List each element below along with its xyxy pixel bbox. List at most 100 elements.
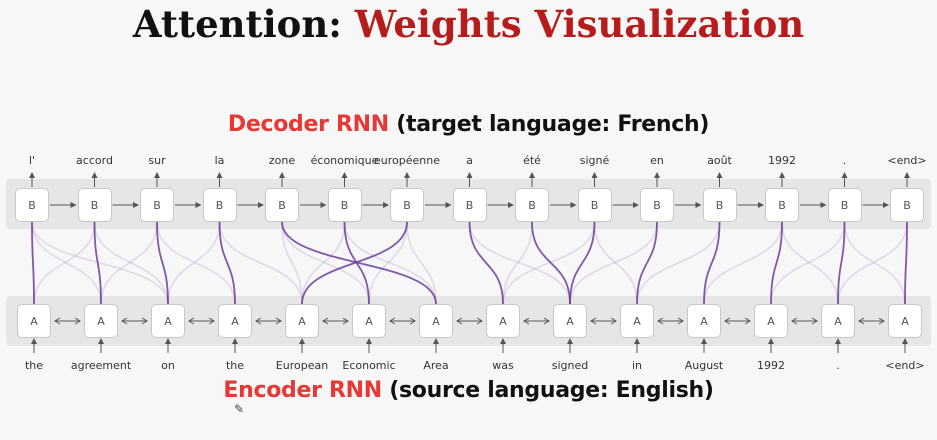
encoder-cell: A: [17, 304, 51, 338]
attention-link-weak: [502, 221, 533, 305]
encoder-arrow-right-head: [208, 317, 215, 325]
attention-link: [218, 221, 236, 305]
attention-link-weak: [368, 221, 408, 305]
target-token: a: [466, 154, 473, 167]
attention-link-weak: [770, 221, 846, 305]
encoder-arrow-right-head: [543, 317, 550, 325]
encoder-cell: A: [419, 304, 453, 338]
attention-link-weak: [843, 221, 906, 305]
source-token: .: [836, 359, 840, 372]
source-token: signed: [551, 359, 589, 372]
encoder-cell: A: [687, 304, 721, 338]
decoder-cell: B: [140, 188, 174, 222]
encoder-cell: A: [285, 304, 319, 338]
attention-link: [281, 221, 437, 305]
encoder-cell: A: [754, 304, 788, 338]
attention-link-weak: [406, 221, 437, 305]
attention-link-weak: [156, 221, 236, 305]
encoder-arrow-left-head: [523, 317, 530, 325]
decoder-cell: B: [577, 188, 612, 222]
decoder-cell: B: [390, 188, 424, 222]
encoder-arrow-right-head: [610, 317, 617, 325]
pencil-cursor-icon: ✎: [234, 402, 245, 416]
attention-link: [468, 221, 504, 305]
source-token: 1992: [757, 359, 785, 372]
attention-link-weak: [33, 221, 96, 305]
attention-link-weak: [281, 221, 303, 305]
source-token: in: [631, 359, 643, 372]
attention-link: [93, 221, 102, 305]
encoder-arrow-right-head: [342, 317, 349, 325]
encoder-arrow-left-head: [322, 317, 329, 325]
encoder-arrow-right-head: [74, 317, 81, 325]
attention-link: [301, 221, 408, 305]
attention-link-weak: [301, 221, 346, 305]
decoder-cell: B: [640, 188, 674, 222]
target-token: européenne: [374, 154, 440, 167]
attention-link: [156, 221, 169, 305]
source-token: the: [24, 359, 44, 372]
target-token: août: [707, 154, 732, 167]
decoder-cell: B: [15, 188, 49, 222]
attention-link-weak: [636, 221, 721, 305]
encoder-arrow-right-head: [476, 317, 483, 325]
encoder-arrow-left-head: [255, 317, 262, 325]
target-token: signé: [579, 154, 610, 167]
encoder-arrow-left-head: [54, 317, 61, 325]
target-token: économique: [310, 154, 379, 167]
target-token: la: [214, 154, 225, 167]
source-token: European: [275, 359, 329, 372]
target-token: accord: [76, 154, 113, 167]
encoder-arrow-left-head: [858, 317, 865, 325]
decoder-cell: B: [890, 188, 924, 222]
encoder-arrow-left-head: [791, 317, 798, 325]
title-highlight: Weights Visualization: [354, 2, 805, 46]
attention-link-weak: [31, 221, 169, 305]
source-token: the: [225, 359, 245, 372]
source-token: Area: [423, 359, 449, 372]
source-token: Economic: [342, 359, 396, 372]
encoder-arrow-left-head: [389, 317, 396, 325]
source-token: August: [684, 359, 724, 372]
encoder-arrow-left-head: [724, 317, 731, 325]
attention-link-weak: [31, 221, 102, 305]
attention-link: [770, 221, 783, 305]
encoder-caption-rest: (source language: English): [381, 378, 714, 403]
attention-link-weak: [569, 221, 658, 305]
decoder-cell: B: [702, 188, 737, 222]
decoder-cell: B: [765, 188, 799, 222]
target-token: sur: [148, 154, 166, 167]
source-token: agreement: [70, 359, 132, 372]
attention-link-weak: [703, 221, 783, 305]
attention-link-weak: [281, 221, 370, 305]
target-token: en: [650, 154, 664, 167]
attention-link-weak: [593, 221, 638, 305]
encoder-arrow-left-head: [657, 317, 664, 325]
attention-link: [703, 221, 721, 305]
attention-link: [837, 221, 846, 305]
attention-link-weak: [100, 221, 158, 305]
title-prefix: Attention:: [132, 2, 342, 46]
decoder-caption-rest: (target language: French): [388, 112, 710, 137]
attention-link: [636, 221, 658, 305]
target-token: été: [523, 154, 541, 167]
encoder-arrow-left-head: [121, 317, 128, 325]
decoder-cell: B: [827, 188, 862, 222]
encoder-arrow-right-head: [677, 317, 684, 325]
encoder-caption: Encoder RNN (source language: English): [0, 378, 937, 403]
attention-link: [569, 221, 596, 305]
decoder-cell: B: [202, 188, 237, 222]
decoder-cell: B: [77, 188, 112, 222]
encoder-arrow-left-head: [456, 317, 463, 325]
source-token: on: [161, 359, 175, 372]
attention-link-weak: [468, 221, 571, 305]
target-token: l': [28, 154, 36, 167]
encoder-arrow-right-head: [275, 317, 282, 325]
encoder-cell: A: [888, 304, 922, 338]
attention-link-weak: [167, 221, 221, 305]
encoder-cell: A: [151, 304, 185, 338]
decoder-caption: Decoder RNN (target language: French): [0, 112, 937, 137]
target-token: zone: [268, 154, 296, 167]
target-token: 1992: [768, 154, 796, 167]
encoder-arrow-right-head: [141, 317, 148, 325]
